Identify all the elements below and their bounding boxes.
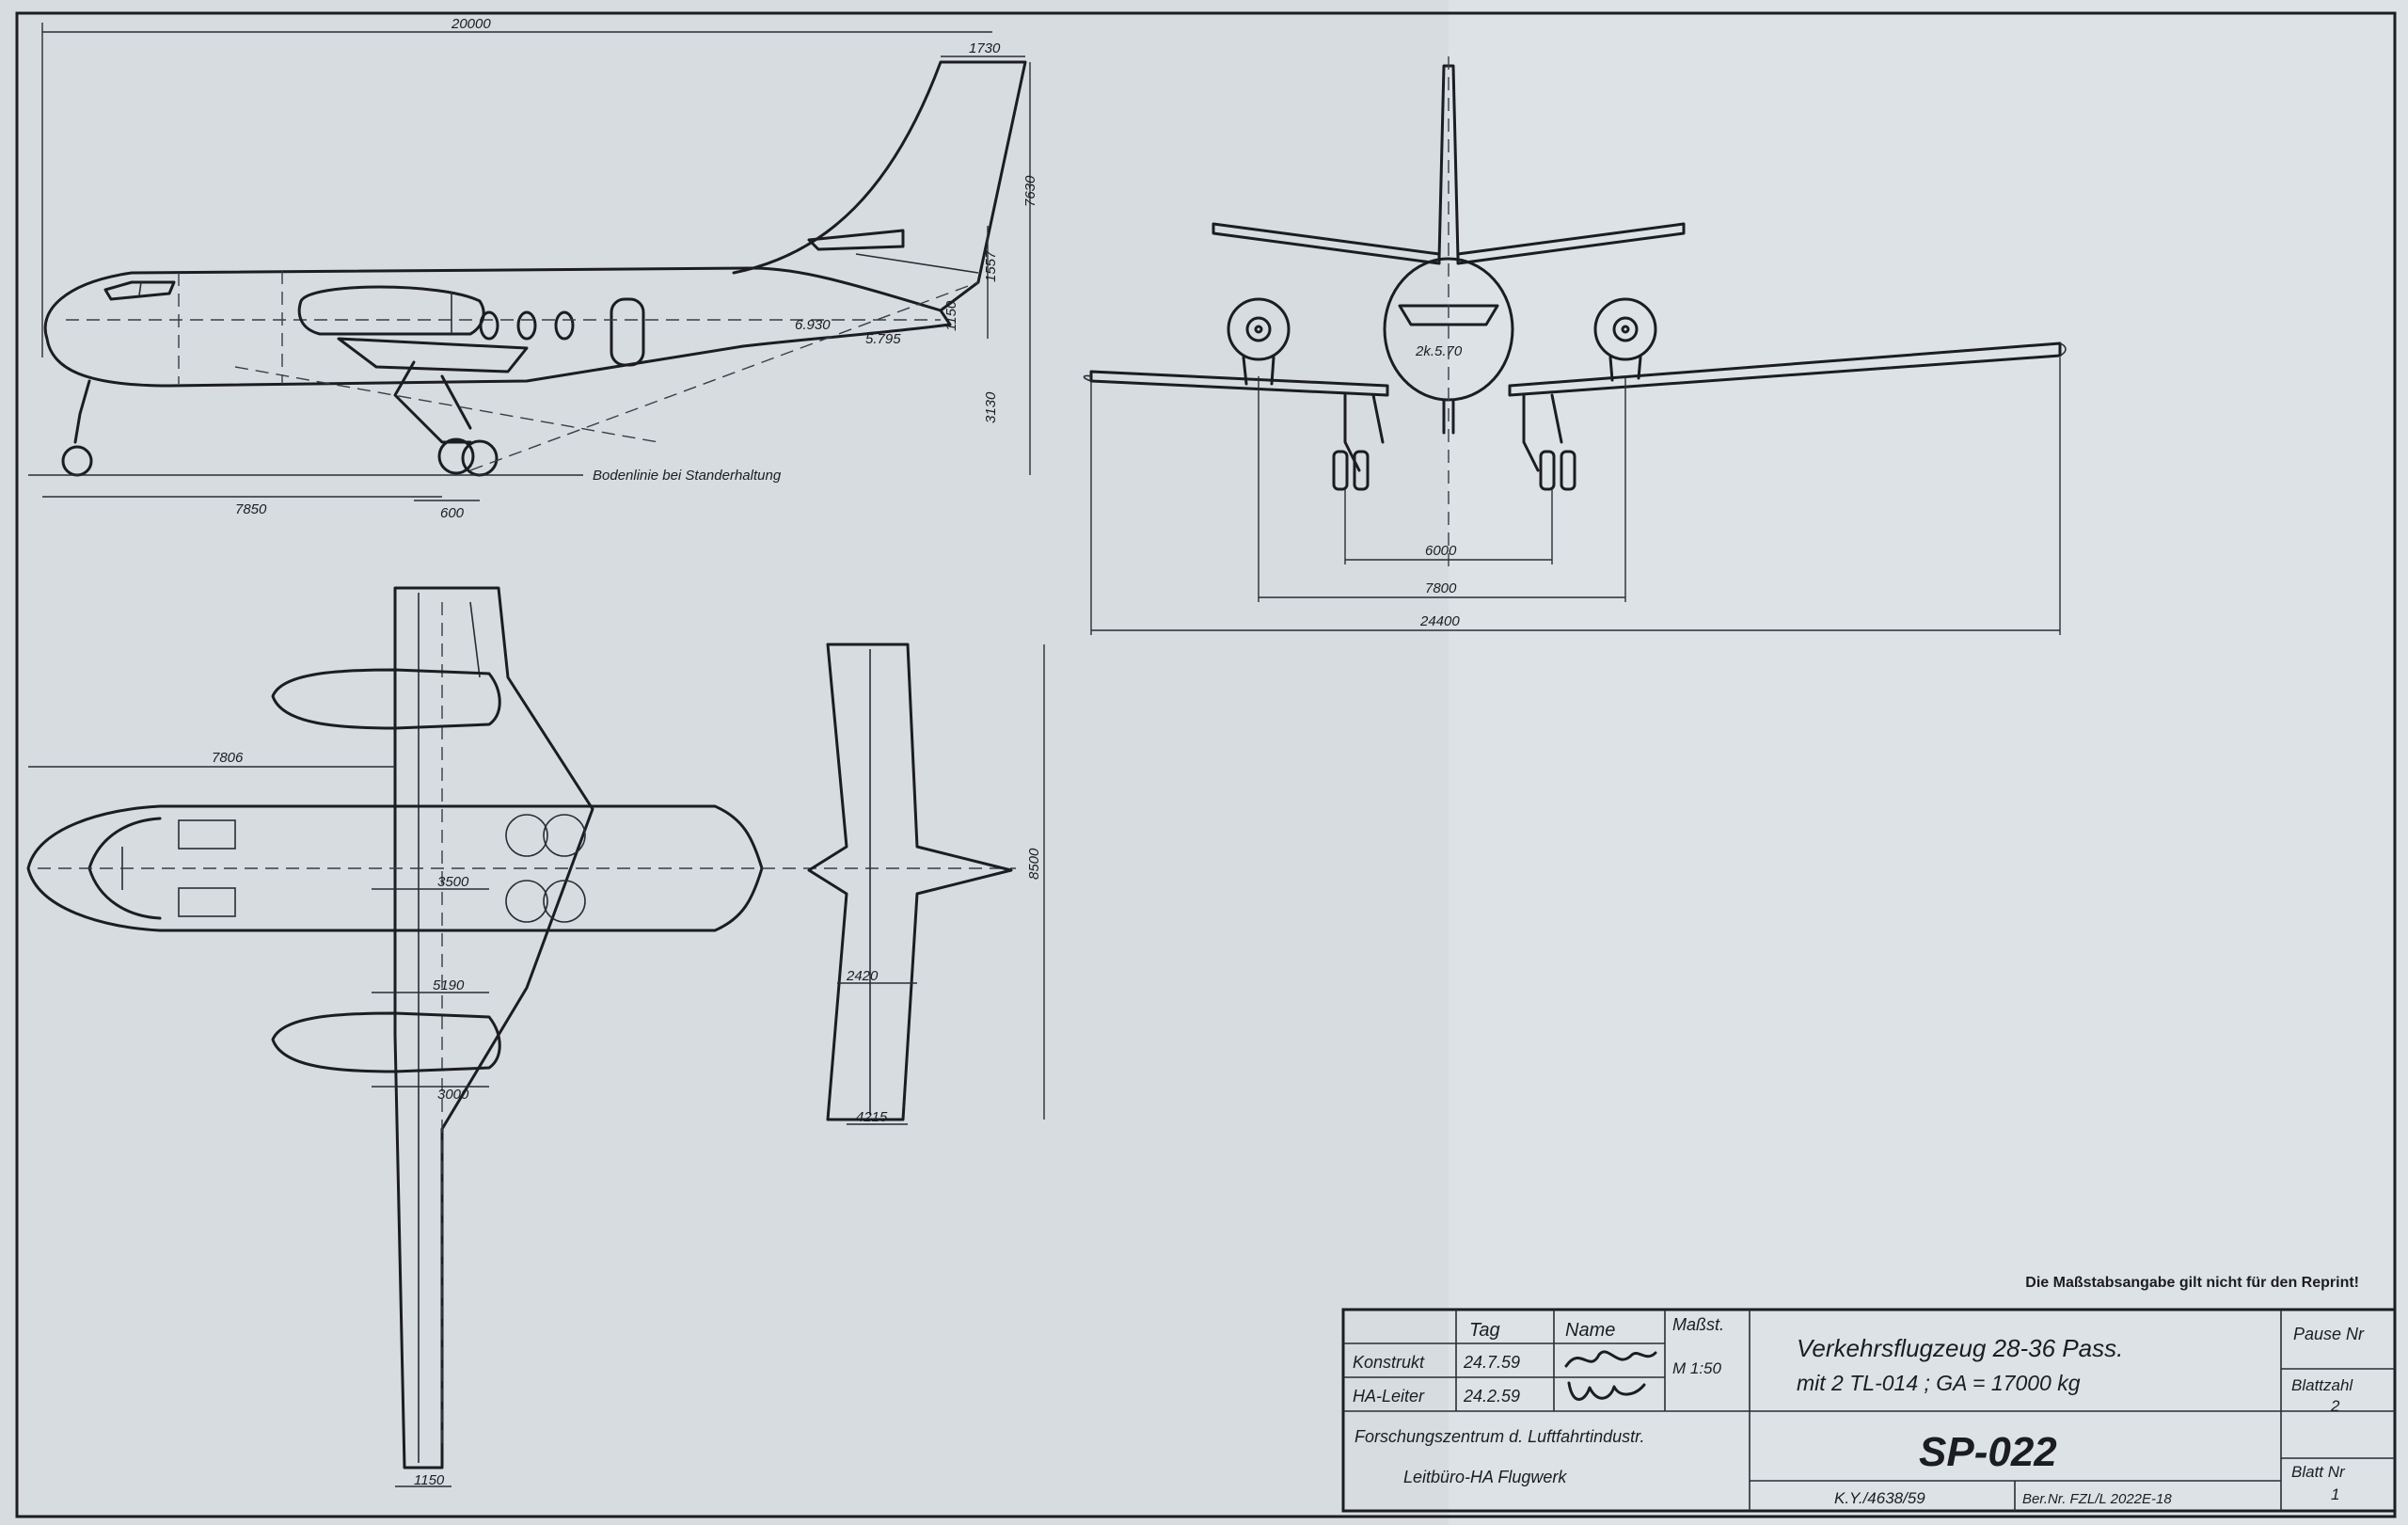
drawing-number: SP-022 — [1919, 1429, 2057, 1475]
plan-gear-circle — [505, 814, 548, 857]
organisation-line2: Leitbüro-HA Flugwerk — [1403, 1468, 1567, 1486]
sheet-border — [15, 11, 2397, 1518]
dim-plan-nacelle: 3000 — [437, 1087, 469, 1103]
row-konstrukt-label: Konstrukt — [1353, 1353, 1425, 1372]
front-engine-right — [1593, 297, 1657, 361]
side-fin — [732, 60, 1027, 312]
blatt-nr-label: Blatt Nr — [2291, 1463, 2346, 1481]
front-horizontal-tail — [1212, 222, 1686, 265]
row-ha-leiter-label: HA-Leiter — [1353, 1387, 1425, 1406]
paper-light-zone — [1449, 0, 2408, 1525]
ber-number: Ber.Nr. FZL/L 2022E-18 — [2022, 1491, 2172, 1507]
side-door — [610, 297, 645, 367]
col-massst-header: Maßst. — [1672, 1315, 1724, 1334]
dim-plan-nose-to-wing: 7806 — [212, 750, 244, 766]
dim-front-span: 24400 — [1419, 613, 1460, 629]
plan-cockpit — [87, 817, 162, 870]
blattzahl-label: Blattzahl — [2291, 1376, 2353, 1394]
dim-fin-tip-chord: 1730 — [969, 40, 1001, 56]
dim-overall-height: 7630 — [1022, 175, 1038, 207]
side-wing-root — [337, 337, 529, 373]
dim-plan-span-2: 5190 — [433, 977, 465, 993]
dim-gear-base: 600 — [440, 505, 465, 521]
side-nose-gear — [73, 379, 91, 444]
drawing-title-line1: Verkehrsflugzeug 28-36 Pass. — [1797, 1334, 2123, 1362]
dim-fuselage-section-b: 5.795 — [865, 331, 901, 347]
drawing-title-line2: mit 2 TL-014 ; GA = 17000 kg — [1797, 1371, 2081, 1395]
dim-fuselage-section-a: 6.930 — [795, 317, 831, 333]
dim-plan-tip-chord: 1150 — [414, 1472, 445, 1488]
plan-view: 7806 3500 5190 3000 1150 2420 4215 8500 — [26, 586, 1045, 1488]
side-main-wheel — [437, 437, 475, 475]
ground-line-note: Bodenlinie bei Standerhaltung — [593, 468, 782, 484]
dim-tail-span: 2420 — [846, 968, 879, 984]
col-name-header: Name — [1565, 1320, 1615, 1341]
dim-ht-2: 1150 — [943, 300, 959, 331]
blattzahl-value: 2 — [2330, 1397, 2340, 1415]
front-view: 2k.5.70 6000 7800 24400 — [1083, 56, 2067, 635]
signature-konstrukt — [1564, 1350, 1657, 1368]
row-ha-leiter-date: 24.2.59 — [1463, 1387, 1520, 1406]
blatt-nr-value: 1 — [2331, 1485, 2339, 1503]
dim-ht-3: 3130 — [983, 391, 999, 423]
dim-plan-span-1: 3500 — [437, 874, 469, 890]
plan-engine-upper — [271, 668, 501, 730]
reprint-notice: Die Maßstabsangabe gilt nicht für den Re… — [2025, 1275, 2359, 1291]
dim-front-track: 6000 — [1425, 543, 1457, 559]
plan-horizontal-tail — [807, 643, 1013, 1121]
pause-nr-label: Pause Nr — [2293, 1325, 2365, 1343]
side-fuselage — [43, 266, 952, 388]
side-cabin-window — [516, 310, 537, 341]
front-cockpit-window — [1398, 304, 1499, 326]
dim-overall-length: 20000 — [451, 16, 491, 32]
dim-tail-root: 4215 — [856, 1109, 888, 1125]
signature-ha-leiter — [1567, 1381, 1646, 1401]
side-cockpit-window — [103, 280, 176, 301]
scale-value: M 1:50 — [1672, 1359, 1722, 1377]
reference-number: K.Y./4638/59 — [1834, 1489, 1925, 1507]
dim-front-cabin: 2k.5.70 — [1415, 343, 1463, 359]
plan-wing — [393, 586, 594, 1469]
dim-ht-1: 1557 — [983, 250, 999, 282]
side-view: 20000 1730 — [28, 16, 1038, 521]
dim-front-nacelle-spacing: 7800 — [1425, 580, 1457, 596]
side-engine-nacelle — [297, 285, 485, 336]
title-block: Tag Name Maßst. Konstrukt 24.7.59 HA-Lei… — [1341, 1308, 2397, 1513]
dim-nose-to-gear: 7850 — [235, 501, 267, 517]
front-wing — [1089, 342, 2062, 397]
side-tailplane — [807, 229, 905, 251]
organisation-line1: Forschungszentrum d. Luftfahrtindustr. — [1354, 1427, 1644, 1446]
plan-engine-lower — [271, 1011, 501, 1073]
row-konstrukt-date: 24.7.59 — [1463, 1353, 1520, 1372]
side-main-gear — [393, 360, 472, 444]
col-tag-header: Tag — [1469, 1320, 1500, 1341]
front-engine-left — [1227, 297, 1291, 361]
dim-tail-height: 8500 — [1026, 848, 1042, 880]
side-cabin-window — [554, 310, 575, 341]
front-main-gear-right — [1522, 393, 1563, 472]
